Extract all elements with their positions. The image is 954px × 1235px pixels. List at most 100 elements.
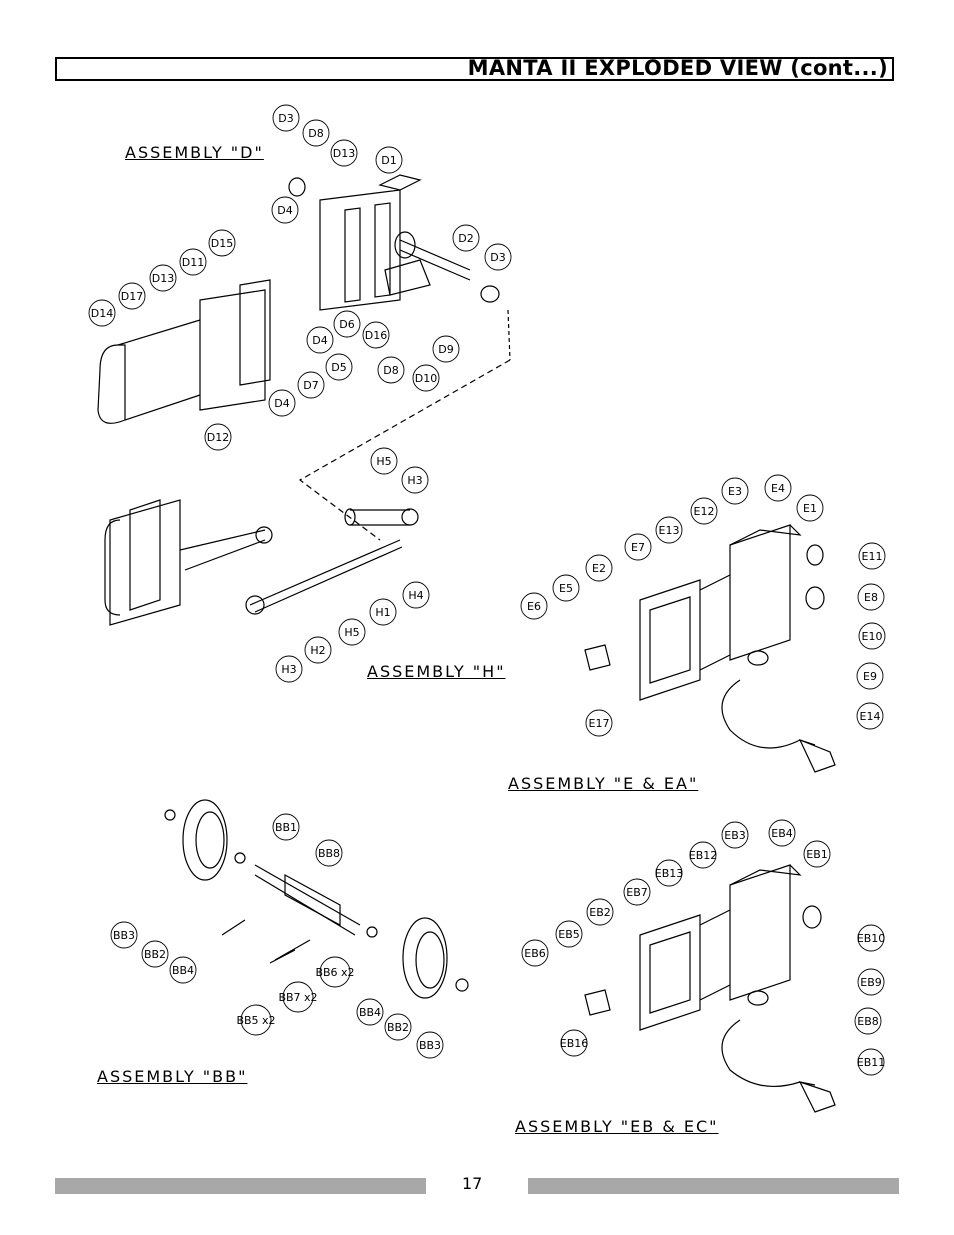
callout-label-d-1: D8 — [308, 127, 323, 140]
callout-label-d-19: D7 — [303, 379, 318, 392]
callout-bubble-e-1 — [764, 474, 792, 502]
callout-label-d-5: D2 — [458, 232, 473, 245]
callout-label-e-4: E13 — [659, 524, 680, 537]
callout-bubble-h-6 — [275, 655, 303, 683]
callout-bubble-eb-6 — [586, 898, 614, 926]
callout-label-h-6: H3 — [281, 663, 296, 676]
callout-bubble-eb-13 — [560, 1029, 588, 1057]
callout-bubble-bb-4 — [169, 956, 197, 984]
callout-bubble-d-2 — [330, 139, 358, 167]
callout-label-e-0: E3 — [728, 485, 742, 498]
callout-label-e-1: E4 — [771, 482, 785, 495]
callout-bubble-d-1 — [302, 119, 330, 147]
callout-bubble-eb-2 — [689, 841, 717, 869]
callout-bubbles: D3D8D13D1D4D2D3D15D11D13D17D14D6D16D9D4D… — [88, 104, 886, 1076]
callout-bubble-e-6 — [585, 554, 613, 582]
callout-label-d-16: D5 — [331, 361, 346, 374]
callout-bubble-bb-7 — [240, 1004, 272, 1036]
callout-label-e-6: E2 — [592, 562, 606, 575]
callout-bubble-h-1 — [401, 466, 429, 494]
callout-bubble-e-7 — [552, 574, 580, 602]
callout-bubble-e-12 — [856, 662, 884, 690]
callout-label-d-20: D4 — [274, 397, 289, 410]
callout-label-d-13: D16 — [365, 329, 387, 342]
assembly-bb-drawing — [164, 799, 469, 999]
callout-bubble-d-20 — [268, 389, 296, 417]
callout-label-eb-1: EB4 — [771, 827, 793, 840]
page-number: 17 — [462, 1174, 483, 1193]
callout-bubble-d-7 — [208, 229, 236, 257]
callout-bubble-eb-10 — [857, 968, 885, 996]
callout-bubble-d-21 — [204, 423, 232, 451]
callout-label-d-11: D14 — [91, 307, 113, 320]
callout-label-d-4: D4 — [277, 204, 292, 217]
callout-label-d-14: D9 — [438, 343, 453, 356]
callout-label-eb-6: EB2 — [589, 906, 611, 919]
callout-bubble-d-19 — [297, 371, 325, 399]
callout-bubble-e-9 — [858, 542, 886, 570]
callout-bubble-d-13 — [362, 321, 390, 349]
callout-label-eb-4: EB13 — [655, 867, 684, 880]
callout-label-e-3: E12 — [694, 505, 715, 518]
callout-bubble-bb-1 — [315, 839, 343, 867]
callout-bubble-d-5 — [452, 224, 480, 252]
callout-bubble-d-0 — [272, 104, 300, 132]
callout-label-bb-4: BB4 — [172, 964, 194, 977]
callout-bubble-d-12 — [333, 310, 361, 338]
callout-label-e-8: E6 — [527, 600, 541, 613]
callout-bubble-d-3 — [375, 146, 403, 174]
callout-bubble-h-0 — [370, 447, 398, 475]
assembly-bb-label: ASSEMBLY "BB" — [97, 1067, 248, 1086]
callout-bubble-h-3 — [369, 598, 397, 626]
callout-label-eb-2: EB12 — [689, 849, 718, 862]
assembly-eb-drawing — [584, 864, 836, 1113]
callout-label-d-7: D15 — [211, 237, 233, 250]
callout-label-h-3: H1 — [375, 606, 390, 619]
callout-bubble-d-18 — [412, 364, 440, 392]
callout-bubble-e-2 — [796, 494, 824, 522]
callout-label-bb-2: BB3 — [113, 929, 135, 942]
callout-bubble-e-3 — [690, 497, 718, 525]
callout-label-bb-10: BB3 — [419, 1039, 441, 1052]
callout-bubble-h-5 — [304, 636, 332, 664]
callout-bubble-bb-3 — [141, 940, 169, 968]
callout-label-eb-12: EB11 — [857, 1056, 886, 1069]
assembly-h-drawing — [104, 499, 419, 626]
callout-label-h-4: H5 — [344, 626, 359, 639]
callout-label-bb-3: BB2 — [144, 948, 166, 961]
callout-label-bb-7: BB5 x2 — [236, 1014, 275, 1027]
callout-label-eb-5: EB7 — [626, 886, 648, 899]
callout-bubble-eb-4 — [655, 859, 683, 887]
callout-label-eb-13: EB16 — [560, 1037, 589, 1050]
callout-label-bb-0: BB1 — [275, 821, 297, 834]
callout-bubble-bb-2 — [110, 921, 138, 949]
callout-bubble-eb-7 — [555, 920, 583, 948]
callout-bubble-d-14 — [432, 335, 460, 363]
callout-bubble-bb-9 — [384, 1013, 412, 1041]
callout-label-d-18: D10 — [415, 372, 437, 385]
callout-label-e-12: E9 — [863, 670, 877, 683]
callout-bubble-bb-10 — [416, 1031, 444, 1059]
callout-label-d-10: D17 — [121, 290, 143, 303]
callout-label-eb-0: EB3 — [724, 829, 746, 842]
callout-label-bb-6: BB7 x2 — [278, 991, 317, 1004]
callout-label-e-9: E11 — [862, 550, 883, 563]
callout-bubble-bb-0 — [272, 813, 300, 841]
callout-label-d-17: D8 — [383, 364, 398, 377]
assembly-d-drawing — [97, 174, 511, 541]
callout-label-bb-1: BB8 — [318, 847, 340, 860]
callout-bubble-e-4 — [655, 516, 683, 544]
callout-bubble-d-16 — [325, 353, 353, 381]
callout-label-eb-9: EB10 — [857, 932, 886, 945]
callout-label-d-12: D6 — [339, 318, 354, 331]
callout-bubble-d-6 — [484, 243, 512, 271]
callout-bubble-eb-9 — [857, 924, 885, 952]
callout-label-e-13: E14 — [860, 710, 881, 723]
callout-bubble-eb-1 — [768, 819, 796, 847]
callout-bubble-eb-0 — [721, 821, 749, 849]
assembly-eb-label: ASSEMBLY "EB & EC" — [515, 1117, 719, 1136]
footer-bar-left — [55, 1178, 426, 1194]
callout-label-d-21: D12 — [207, 431, 229, 444]
callout-label-eb-3: EB1 — [806, 848, 828, 861]
